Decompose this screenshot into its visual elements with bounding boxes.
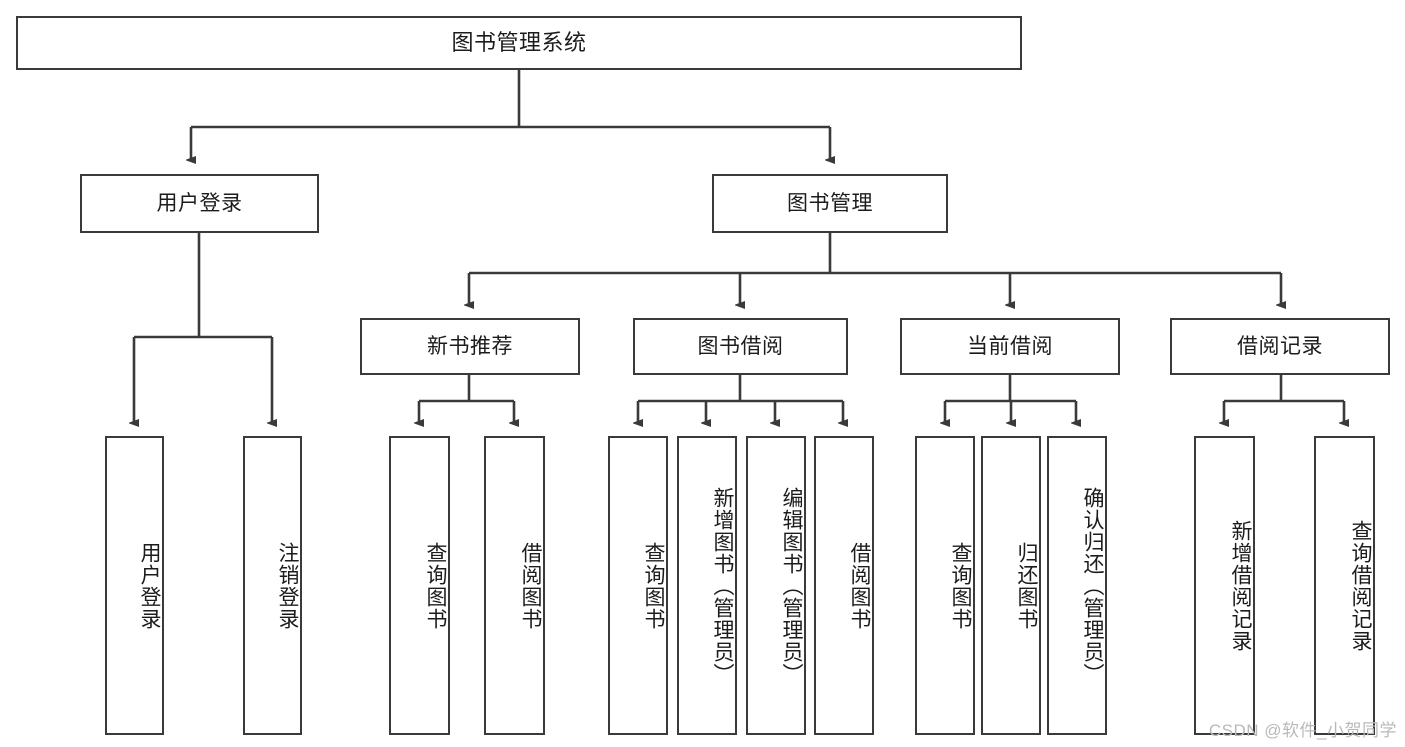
node-book-manage[interactable]: 图书管理 [712, 174, 948, 233]
leaf-current-borrow-2[interactable]: 确认归还（管理员） [1047, 436, 1107, 735]
node-book-borrow[interactable]: 图书借阅 [633, 318, 848, 375]
node-label: 查询图书 [424, 541, 447, 630]
node-label: 查询借阅记录 [1349, 519, 1372, 652]
leaf-borrow-record-1[interactable]: 查询借阅记录 [1314, 436, 1375, 735]
watermark: CSDN @软件_小贺同学 [1208, 721, 1397, 740]
node-label: 当前借阅 [967, 334, 1053, 358]
node-user-login[interactable]: 用户登录 [80, 174, 319, 233]
leaf-user-login-0[interactable]: 用户登录 [105, 436, 164, 735]
leaf-user-login-1[interactable]: 注销登录 [243, 436, 302, 735]
node-label: 图书管理 [787, 191, 873, 215]
node-label: 编辑图书（管理员） [780, 486, 803, 685]
node-label: 查询图书 [949, 541, 972, 630]
node-label: 借阅图书 [519, 541, 542, 630]
node-label: 查询图书 [642, 541, 665, 630]
node-current-borrow[interactable]: 当前借阅 [900, 318, 1120, 375]
node-label: 确认归还（管理员） [1081, 486, 1104, 685]
leaf-book-borrow-2[interactable]: 编辑图书（管理员） [746, 436, 806, 735]
node-label: 用户登录 [138, 541, 161, 630]
node-new-book-recommend[interactable]: 新书推荐 [360, 318, 580, 375]
leaf-borrow-record-0[interactable]: 新增借阅记录 [1194, 436, 1255, 735]
node-label: 注销登录 [276, 541, 299, 630]
leaf-new-book-rec-1[interactable]: 借阅图书 [484, 436, 545, 735]
node-label: 新增图书（管理员） [711, 486, 734, 685]
node-label: 用户登录 [156, 191, 243, 215]
node-label: 新书推荐 [427, 334, 513, 358]
node-label: 图书借阅 [697, 334, 784, 358]
node-label: 借阅图书 [848, 541, 871, 630]
leaf-current-borrow-1[interactable]: 归还图书 [981, 436, 1041, 735]
leaf-book-borrow-0[interactable]: 查询图书 [608, 436, 668, 735]
node-label: 借阅记录 [1237, 334, 1323, 358]
leaf-book-borrow-1[interactable]: 新增图书（管理员） [677, 436, 737, 735]
node-label: 新增借阅记录 [1229, 519, 1252, 652]
node-label: 归还图书 [1015, 541, 1038, 630]
node-root-system[interactable]: 图书管理系统 [16, 16, 1022, 70]
node-borrow-record[interactable]: 借阅记录 [1170, 318, 1390, 375]
leaf-book-borrow-3[interactable]: 借阅图书 [814, 436, 874, 735]
leaf-current-borrow-0[interactable]: 查询图书 [915, 436, 975, 735]
leaf-new-book-rec-0[interactable]: 查询图书 [389, 436, 450, 735]
node-label: 图书管理系统 [451, 29, 587, 55]
